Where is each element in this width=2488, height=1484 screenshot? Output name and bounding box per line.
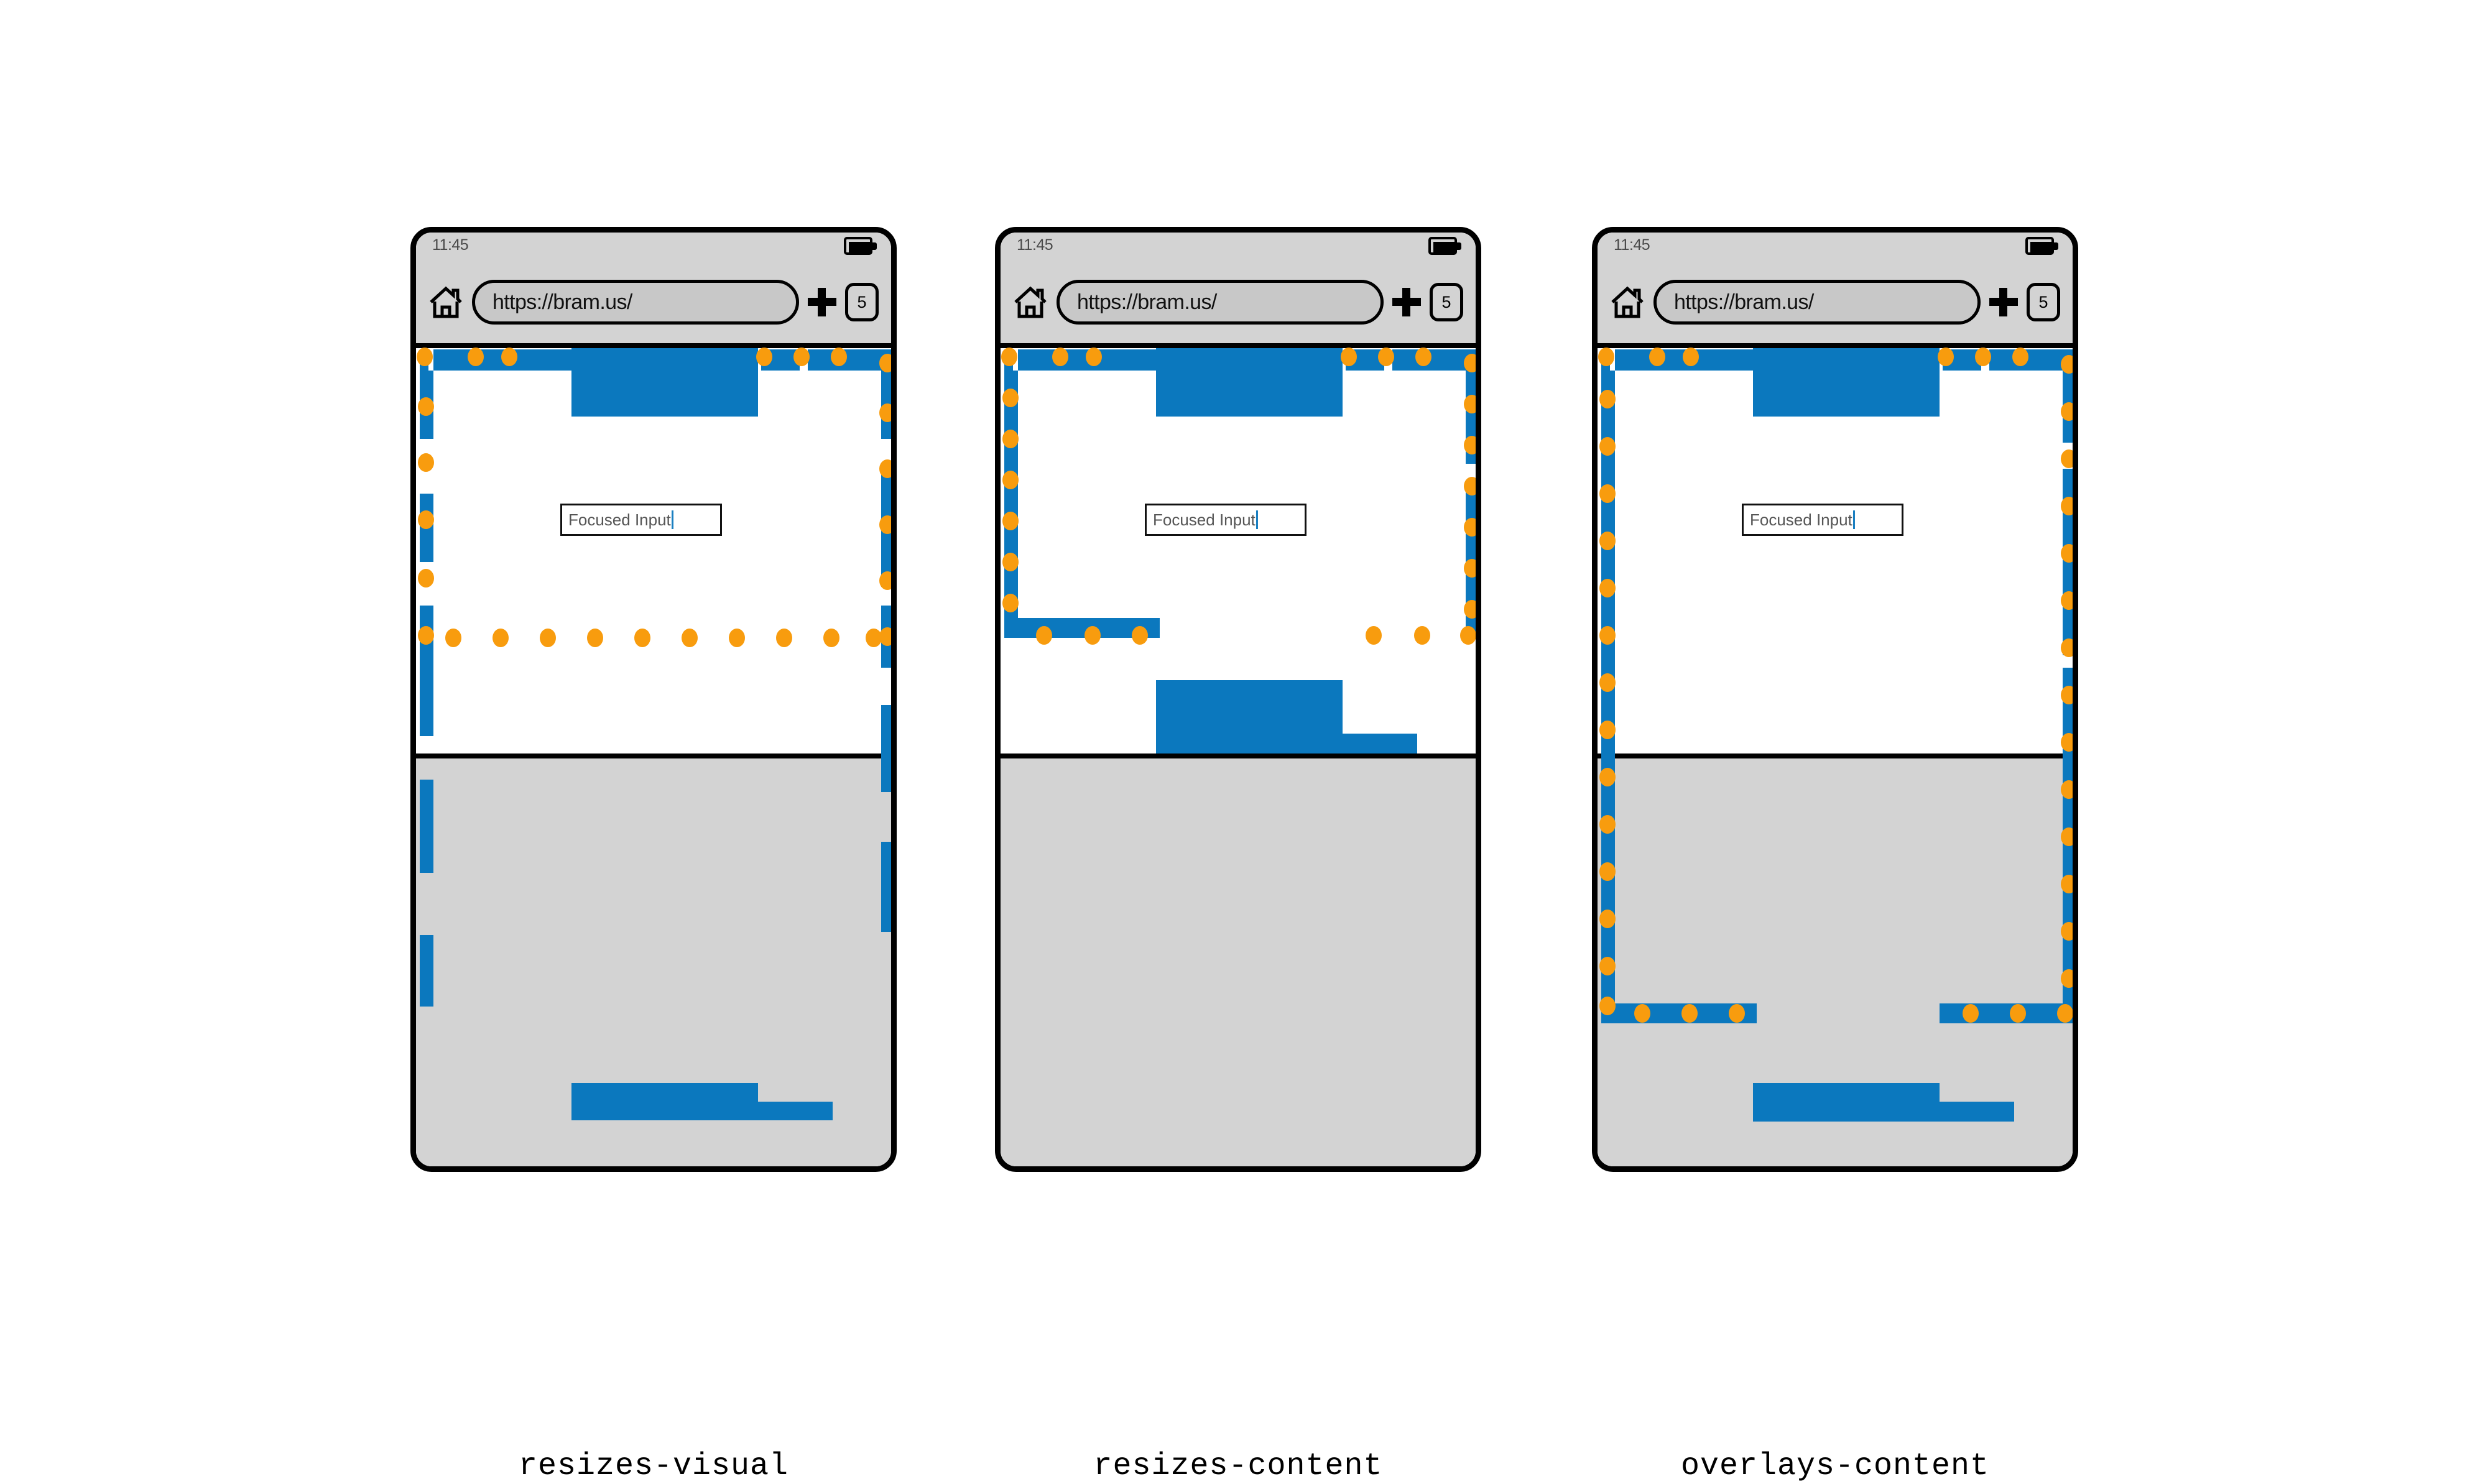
home-icon[interactable]	[428, 285, 463, 320]
viewport-block-top	[571, 348, 758, 417]
tabs-count: 5	[1441, 292, 1451, 311]
plus-icon[interactable]	[1989, 288, 2018, 316]
url-text: https://bram.us/	[1077, 290, 1217, 314]
battery-full-icon	[844, 237, 877, 255]
phone-frame: 11:45 https://bram.us/	[995, 227, 1481, 1172]
viewport-block-top	[1156, 348, 1343, 417]
status-clock: 11:45	[1614, 236, 1650, 254]
viewport-block-bottom	[1753, 1083, 1940, 1122]
input-value: Focused Input	[1750, 510, 1852, 529]
browser-toolbar: https://bram.us/ 5	[1001, 261, 1476, 343]
battery-fill	[2030, 242, 2051, 252]
caption-resizes-visual: resizes-visual	[518, 1449, 789, 1484]
plus-icon[interactable]	[1392, 288, 1421, 316]
text-caret	[1852, 510, 1855, 529]
battery-nub	[2054, 242, 2058, 250]
url-text: https://bram.us/	[1674, 290, 1814, 314]
content-area	[1598, 348, 2073, 758]
battery-fill	[1433, 242, 1454, 252]
status-clock: 11:45	[432, 236, 469, 254]
battery-shell	[2025, 237, 2054, 255]
text-caret	[671, 510, 673, 529]
browser-chrome: 11:45 https://bram.us/	[416, 233, 891, 348]
browser-chrome: 11:45 https://bram.us/	[1598, 233, 2073, 348]
battery-nub	[872, 242, 877, 250]
status-clock: 11:45	[1017, 236, 1053, 254]
tabs-button[interactable]: 5	[845, 283, 879, 321]
url-bar[interactable]: https://bram.us/	[472, 280, 799, 325]
phone-frame: 11:45 https://bram.us/	[1592, 227, 2078, 1172]
phone-figure-resizes-visual: 11:45 https://bram.us/	[410, 227, 897, 1484]
page-content: Focused Input	[1598, 348, 2073, 1166]
text-caret	[1256, 510, 1258, 529]
focused-input[interactable]: Focused Input	[1145, 504, 1306, 536]
battery-shell	[844, 237, 872, 255]
caption-overlays-content: overlays-content	[1680, 1449, 1990, 1484]
caption-resizes-content: resizes-content	[1093, 1449, 1383, 1484]
browser-toolbar: https://bram.us/ 5	[416, 261, 891, 343]
focused-input[interactable]: Focused Input	[1742, 504, 1903, 536]
status-bar: 11:45	[416, 233, 891, 261]
battery-full-icon	[1428, 237, 1462, 255]
home-icon[interactable]	[1013, 285, 1048, 320]
battery-full-icon	[2025, 237, 2059, 255]
tabs-button[interactable]: 5	[2027, 283, 2060, 321]
url-text: https://bram.us/	[493, 290, 632, 314]
viewport-block-bottom-2	[1343, 734, 1417, 754]
viewport-block-bottom	[1156, 680, 1343, 754]
viewport-block-bottom-2	[758, 1102, 833, 1120]
viewport-block-top	[1753, 348, 1940, 417]
phone-figure-overlays-content: 11:45 https://bram.us/	[1592, 227, 2078, 1484]
diagram-canvas: 11:45 https://bram.us/	[410, 227, 2078, 1484]
tabs-count: 5	[857, 292, 867, 311]
content-area	[416, 348, 891, 758]
battery-nub	[1457, 242, 1461, 250]
plus-icon[interactable]	[808, 288, 836, 316]
status-bar: 11:45	[1001, 233, 1476, 261]
viewport-block-bottom	[571, 1083, 758, 1120]
focused-input[interactable]: Focused Input	[560, 504, 722, 536]
browser-toolbar: https://bram.us/ 5	[1598, 261, 2073, 343]
viewport-block-bottom-2	[1940, 1102, 2014, 1122]
page-content: Focused Input	[416, 348, 891, 1166]
battery-shell	[1428, 237, 1457, 255]
page-content: Focused Input	[1001, 348, 1476, 1166]
home-icon[interactable]	[1610, 285, 1645, 320]
phone-frame: 11:45 https://bram.us/	[410, 227, 897, 1172]
battery-fill	[849, 242, 870, 252]
virtual-keyboard	[1001, 754, 1476, 1166]
tabs-button[interactable]: 5	[1430, 283, 1463, 321]
browser-chrome: 11:45 https://bram.us/	[1001, 233, 1476, 348]
input-value: Focused Input	[568, 510, 671, 529]
url-bar[interactable]: https://bram.us/	[1653, 280, 1981, 325]
input-value: Focused Input	[1153, 510, 1256, 529]
status-bar: 11:45	[1598, 233, 2073, 261]
phone-figure-resizes-content: 11:45 https://bram.us/	[995, 227, 1481, 1484]
url-bar[interactable]: https://bram.us/	[1057, 280, 1384, 325]
tabs-count: 5	[2038, 292, 2048, 311]
